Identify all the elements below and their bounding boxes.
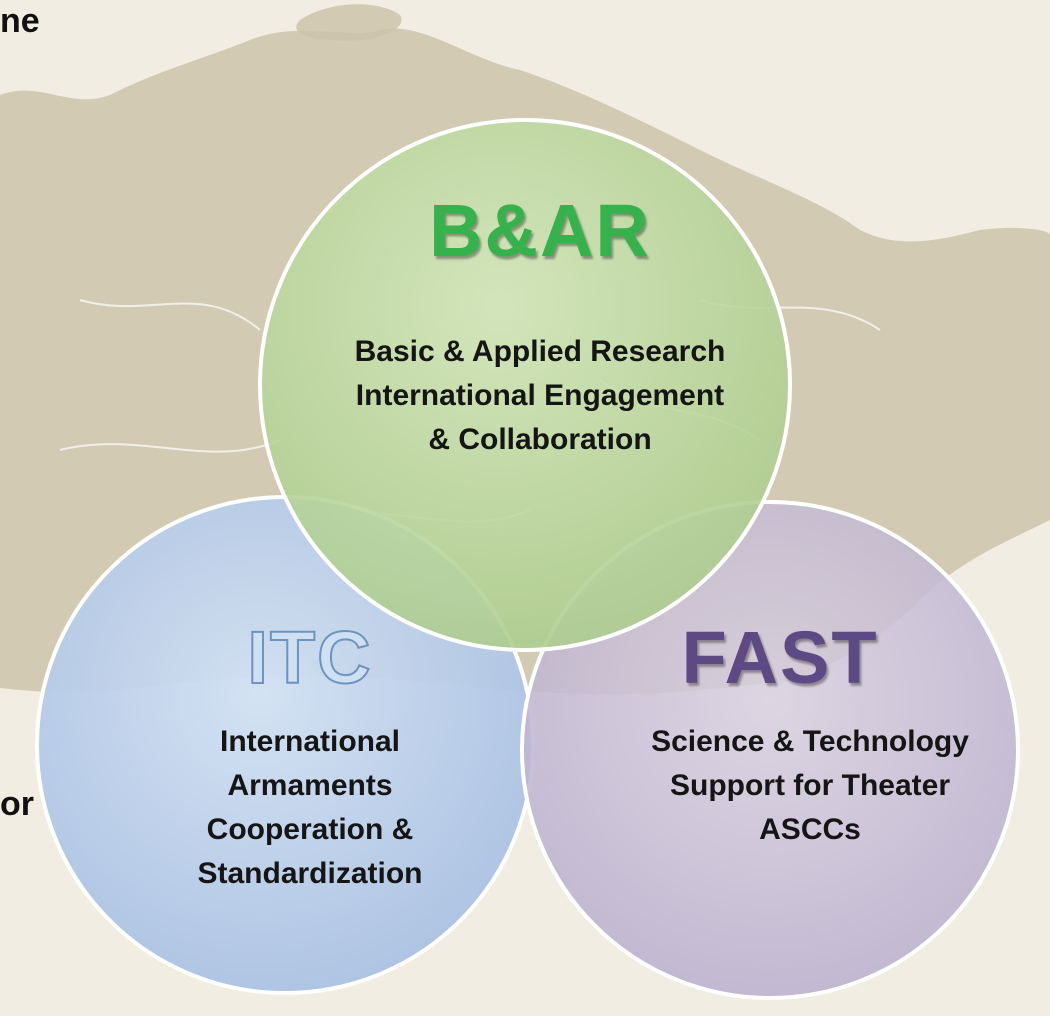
bar-title: B&AR [429,189,651,272]
bar-circle [258,118,792,652]
itc-title: ITC [246,615,373,700]
fast-description: Science & Technology Support for Theater… [651,725,969,846]
edge-text-top: ne [0,2,40,40]
itc-description: International Armaments Cooperation & St… [197,725,423,890]
north-island [296,4,402,41]
fast-circle [520,500,1020,1000]
edge-text-bottom: or [0,785,34,823]
bar-description: Basic & Applied Research International E… [354,335,726,456]
fast-title: FAST [681,616,879,699]
